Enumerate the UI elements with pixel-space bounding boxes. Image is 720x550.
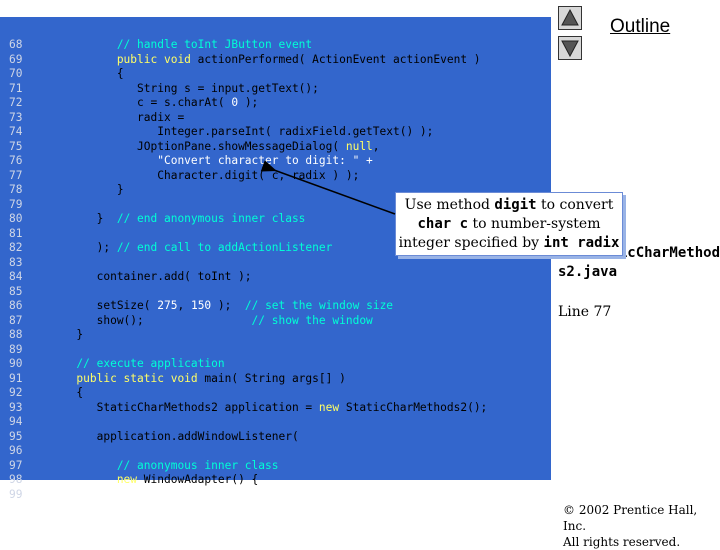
code-token: setSize( [36,299,158,312]
code-line: container.add( toInt ); [36,270,252,283]
code-line: } [36,328,83,341]
code-token: JOptionPane.showMessageDialog( [36,139,346,153]
code-token: ); [36,241,117,254]
code-token: show(); [36,313,252,327]
code-token: 150 [190,299,212,312]
code-token: // end call to addActionListener [116,241,333,254]
code-token: , [372,139,380,153]
code-line: // handle toInt JButton event [36,38,312,51]
callout-text: to number-system [468,216,601,232]
copyright-line2: All rights reserved. [563,535,681,549]
code-token: } [36,183,124,196]
previous-slide-button[interactable] [558,6,582,30]
next-slide-button[interactable] [558,36,582,60]
code-line: "Convert character to digit: " + [36,154,373,167]
line-reference: Line 77 [558,304,612,320]
code-token: Character.digit( c, radix ) ); [36,168,360,182]
code-token: new [318,400,340,414]
code-token: { [36,386,84,399]
code-token: null [345,139,373,153]
code-line: { [36,386,83,399]
code-line: public void actionPerformed( ActionEvent… [36,53,481,66]
code-token: radix = [36,110,185,124]
code-line: c = s.charAt( 0 ); [36,96,258,109]
callout-code-radix: int radix [543,235,620,251]
callout-text: to convert [536,197,614,213]
code-token: // anonymous inner class [36,458,279,472]
code-line: show(); // show the window [36,314,373,327]
code-token: 0 [231,96,239,109]
code-line: // anonymous inner class [36,458,279,472]
code-token: c = s.charAt( [36,96,232,109]
copyright-line1: © 2002 Prentice Hall, Inc. [563,503,698,533]
code-line: public static void main( String args[] ) [36,371,346,385]
callout-text: integer specified by [398,235,544,251]
code-token: StaticCharMethods2 application = [36,400,319,414]
code-token: new [36,473,138,486]
code-line: new WindowAdapter() { [36,473,258,486]
code-token: main( String args[] ) [204,371,346,385]
code-listing: // handle toInt JButton event public voi… [36,38,487,488]
code-token: 275 [157,299,178,312]
callout-text: Use method [404,197,495,213]
code-token: // show the window [251,313,373,327]
callout-code-char: char c [417,216,469,232]
code-line: } // end anonymous inner class [36,212,306,225]
line-numbers: 68 69 70 71 72 73 74 75 76 77 78 79 80 8… [9,38,23,501]
code-token: ); [238,96,259,109]
code-line: Integer.parseInt( radixField.getText() )… [36,125,433,138]
code-token: String s = input.getText(); [36,81,319,95]
callout-code-digit: digit [494,197,537,213]
triangle-down-icon [561,40,579,58]
code-token: "Convert character to digit: " + [36,154,373,167]
code-token: // end anonymous inner class [116,212,306,225]
code-token: StaticCharMethods2(); [339,400,488,414]
copyright: © 2002 Prentice Hall, Inc. All rights re… [563,502,720,550]
code-line: { [36,67,124,80]
code-line: application.addWindowListener( [36,430,299,443]
code-token: container.add( toInt ); [36,270,252,283]
code-line: ); // end call to addActionListener [36,241,333,254]
code-token: // execute application [36,357,225,370]
code-token: Integer.parseInt( radixField.getText() )… [36,125,434,138]
code-line: radix = [36,111,184,124]
code-token: , [177,299,191,312]
code-line: } [36,183,124,196]
code-token: { [36,67,124,80]
code-line: JOptionPane.showMessageDialog( null, [36,140,380,153]
code-line: // execute application [36,357,225,370]
code-token: public void [36,52,198,66]
code-line: StaticCharMethods2 application = new Sta… [36,400,488,414]
file-name-line2: s2.java [558,264,618,280]
code-token: WindowAdapter() { [137,473,259,486]
code-token: // set the window size [244,299,394,312]
code-token: // handle toInt JButton event [36,38,313,51]
outline-link[interactable]: Outline [610,16,671,37]
code-token: ); [211,299,245,312]
code-line: setSize( 275, 150 ); // set the window s… [36,299,393,312]
code-token: public static void [36,371,205,385]
code-line: String s = input.getText(); [36,82,319,95]
code-line: Character.digit( c, radix ) ); [36,169,359,182]
code-token: actionPerformed( ActionEvent actionEvent… [197,52,481,66]
callout-box: Use method digit to convert char c to nu… [395,192,623,256]
code-token: } [36,212,117,225]
triangle-up-icon [561,8,579,26]
code-token: } [36,328,84,341]
code-token: application.addWindowListener( [36,429,299,443]
